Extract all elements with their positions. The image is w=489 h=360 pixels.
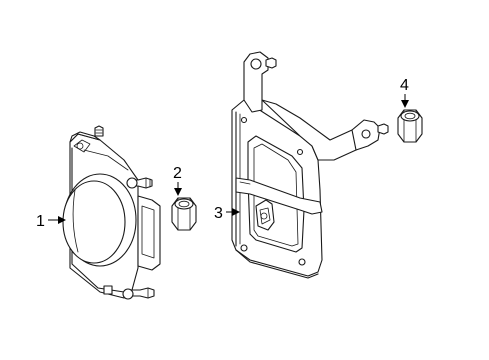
- callout-4-label: 4: [400, 77, 409, 94]
- stud-right-top: [126, 177, 153, 189]
- radar-sensor: [62, 125, 161, 300]
- callout-1: 1: [36, 213, 66, 230]
- callout-4: 4: [400, 77, 409, 108]
- mounting-bracket: [231, 51, 389, 279]
- callout-3-label: 3: [214, 205, 223, 222]
- callout-2-label: 2: [173, 165, 182, 182]
- callout-3: 3: [214, 205, 240, 222]
- nut-left: [171, 197, 197, 231]
- stud-right-bottom: [122, 287, 155, 300]
- nut-right: [397, 109, 423, 143]
- callout-2: 2: [173, 165, 182, 196]
- callout-1-label: 1: [36, 213, 45, 230]
- stud-bottom: [103, 285, 113, 295]
- stud-top: [94, 125, 104, 137]
